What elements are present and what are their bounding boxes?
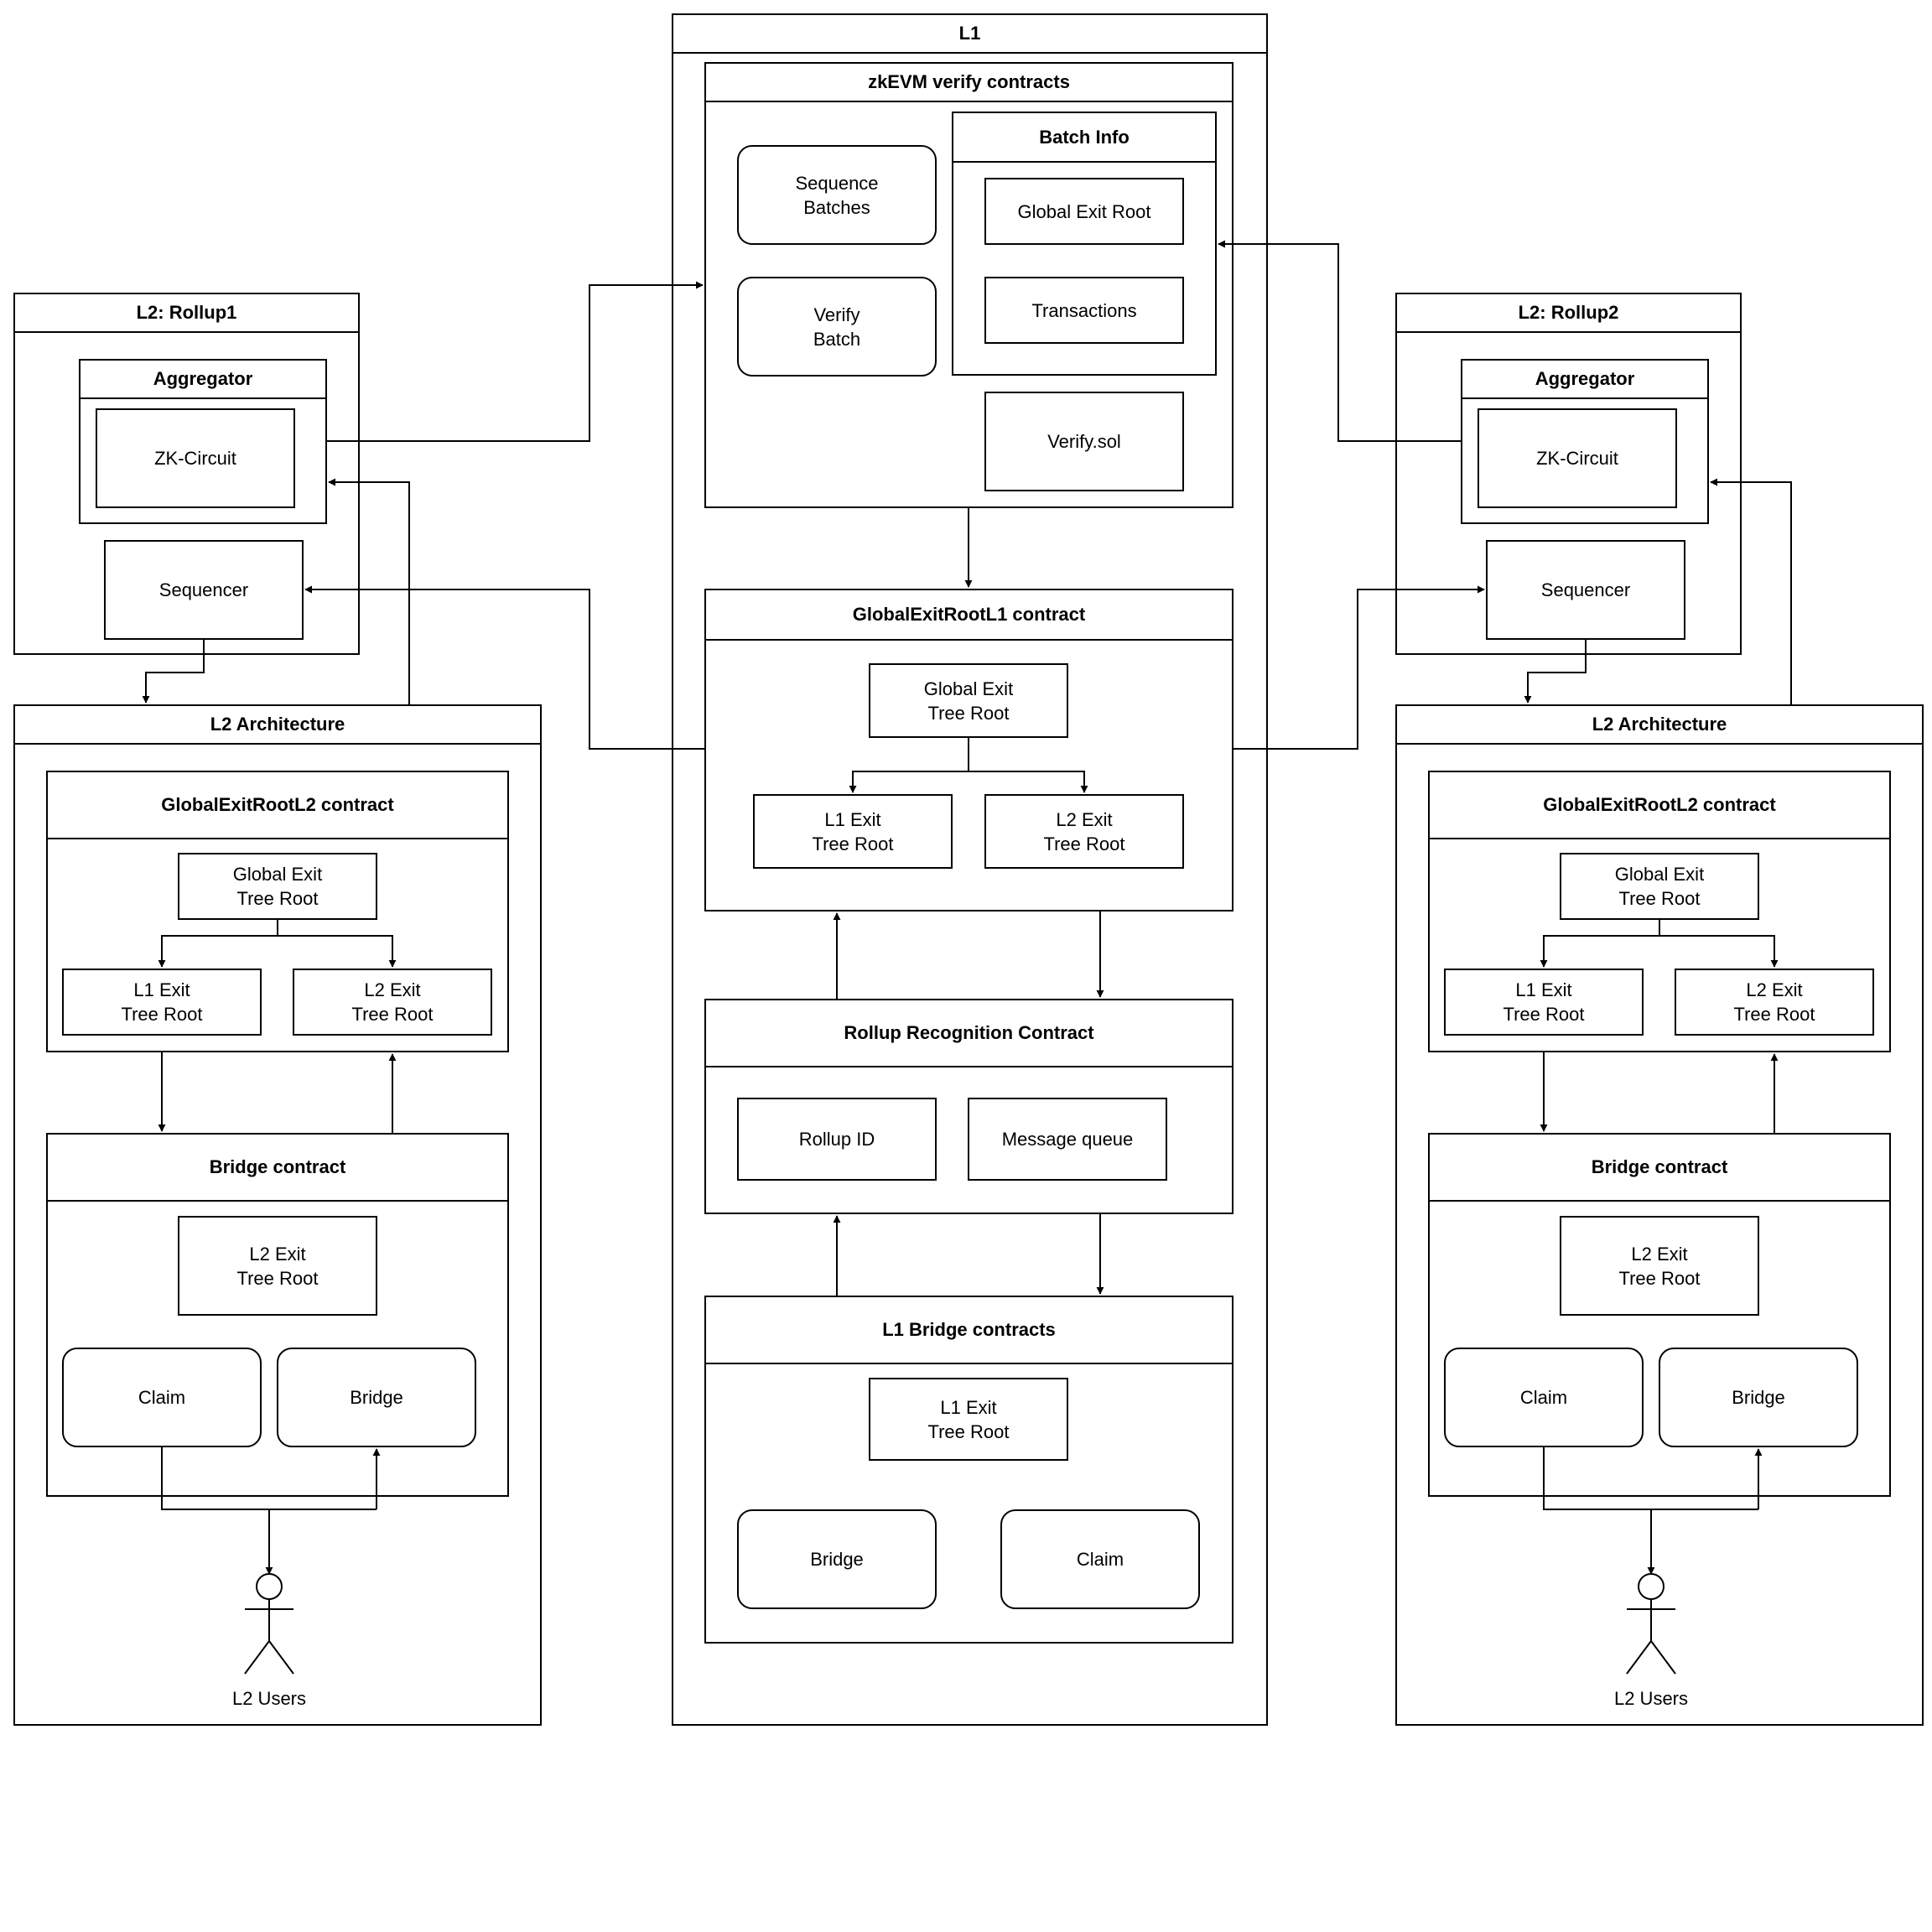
rollup1-title: L2: Rollup1 [15, 294, 358, 333]
rollup2-zk-circuit: ZK-Circuit [1478, 408, 1677, 508]
sequence-batches: Sequence Batches [737, 145, 937, 245]
batch-global-exit-root: Global Exit Root [984, 178, 1184, 245]
rollup1-zk-circuit: ZK-Circuit [96, 408, 295, 508]
batch-info-title: Batch Info [953, 113, 1215, 163]
right-bridge-l2-exit-tree-root: L2 Exit Tree Root [1560, 1216, 1759, 1316]
right-l2-users-label: L2 Users [1613, 1688, 1689, 1709]
left-global-exit-tree-root: Global Exit Tree Root [178, 853, 377, 920]
rollup-recognition-title: Rollup Recognition Contract [706, 1000, 1232, 1067]
right-l2-exit-tree-root: L2 Exit Tree Root [1675, 969, 1874, 1036]
l1-bridge-title: L1 Bridge contracts [706, 1297, 1232, 1364]
message-queue: Message queue [968, 1098, 1167, 1181]
l1-title: L1 [673, 15, 1266, 54]
l1-global-exit-tree-root: Global Exit Tree Root [869, 663, 1068, 738]
gerl1-title: GlobalExitRootL1 contract [706, 590, 1232, 641]
left-l2-users-label: L2 Users [231, 1688, 307, 1709]
left-claim: Claim [62, 1348, 262, 1447]
l1-bridge-l1-exit-tree-root: L1 Exit Tree Root [869, 1378, 1068, 1461]
l1-claim-button: Claim [1000, 1509, 1200, 1609]
left-bridge-l2-exit-tree-root: L2 Exit Tree Root [178, 1216, 377, 1316]
right-claim: Claim [1444, 1348, 1644, 1447]
left-l2-exit-tree-root: L2 Exit Tree Root [293, 969, 492, 1036]
left-bridge-contract-title: Bridge contract [48, 1135, 507, 1202]
l2arch-right-title: L2 Architecture [1397, 706, 1922, 745]
rollup2-aggregator-title: Aggregator [1462, 361, 1707, 399]
left-gerl2-title: GlobalExitRootL2 contract [48, 772, 507, 839]
left-l1-exit-tree-root: L1 Exit Tree Root [62, 969, 262, 1036]
arrow-r1-aggregator-to-zkevm [327, 281, 704, 442]
right-global-exit-tree-root: Global Exit Tree Root [1560, 853, 1759, 920]
right-bridge: Bridge [1659, 1348, 1858, 1447]
l1-l1-exit-tree-root: L1 Exit Tree Root [753, 794, 953, 869]
rollup1-aggregator-title: Aggregator [80, 361, 325, 399]
rollup1-sequencer: Sequencer [104, 540, 304, 640]
right-l1-exit-tree-root: L1 Exit Tree Root [1444, 969, 1644, 1036]
l1-l2-exit-tree-root: L2 Exit Tree Root [984, 794, 1184, 869]
left-bridge: Bridge [277, 1348, 476, 1447]
right-bridge-contract-title: Bridge contract [1430, 1135, 1889, 1202]
verify-sol: Verify.sol [984, 392, 1184, 491]
zkevm-title: zkEVM verify contracts [706, 64, 1232, 102]
rollup2-title: L2: Rollup2 [1397, 294, 1740, 333]
batch-transactions: Transactions [984, 277, 1184, 344]
right-gerl2-title: GlobalExitRootL2 contract [1430, 772, 1889, 839]
l1-bridge-button: Bridge [737, 1509, 937, 1609]
l2arch-left-title: L2 Architecture [15, 706, 540, 745]
rollup2-sequencer: Sequencer [1486, 540, 1685, 640]
rollup-id: Rollup ID [737, 1098, 937, 1181]
verify-batch: Verify Batch [737, 277, 937, 377]
